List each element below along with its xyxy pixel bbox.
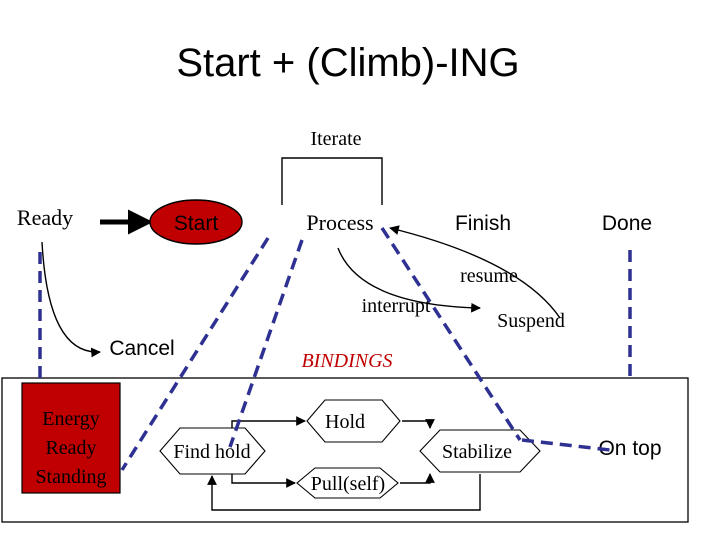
stabilize-loop-arrow <box>207 474 481 511</box>
process-dashed-link <box>228 239 304 448</box>
pull-self-label: Pull(self) <box>311 473 385 495</box>
bindings-label: BINDINGS <box>301 350 392 372</box>
finish-dashed-link <box>380 227 522 441</box>
find-hold-label: Find hold <box>173 441 250 463</box>
start-label: Start <box>174 212 219 235</box>
resume-arrow <box>389 225 561 319</box>
cancel-node: Cancel <box>109 337 174 360</box>
on-top-node: On top <box>598 437 661 460</box>
page-title: Start + (Climb)-ING <box>176 41 519 85</box>
stabilize-label: Stabilize <box>442 441 512 463</box>
ready-node: Ready <box>17 205 73 230</box>
energy-ready-standing-box <box>21 382 121 494</box>
stabilize-ontop-dashed-link <box>521 438 611 452</box>
find-hold-node <box>159 427 266 475</box>
energy-line-1: Energy <box>42 408 99 430</box>
pull-to-stabilize-arrow <box>400 473 435 484</box>
finish-node: Finish <box>455 212 511 235</box>
energy-line-3: Standing <box>35 466 106 488</box>
bindings-frame <box>1 377 689 523</box>
iterate-label: Iterate <box>310 128 361 150</box>
done-node: Done <box>602 212 652 235</box>
process-node: Process <box>306 210 373 235</box>
resume-label: resume <box>460 265 518 287</box>
suspend-node: Suspend <box>497 310 565 332</box>
findhold-to-pull-arrow <box>231 474 296 488</box>
hold-label: Hold <box>325 411 365 433</box>
energy-line-2: Ready <box>45 437 96 459</box>
stabilize-node <box>419 429 541 473</box>
start-node <box>149 199 243 245</box>
pull-self-node <box>296 467 399 499</box>
iterate-loop <box>281 157 383 205</box>
cancel-arrow <box>41 241 101 358</box>
hold-to-stabilize-arrow <box>402 419 435 429</box>
interrupt-label: interrupt <box>362 295 431 317</box>
findhold-to-hold-arrow <box>231 416 306 428</box>
interrupt-arrow <box>337 247 481 313</box>
hold-node <box>306 399 401 443</box>
start-dashed-link <box>120 237 270 471</box>
